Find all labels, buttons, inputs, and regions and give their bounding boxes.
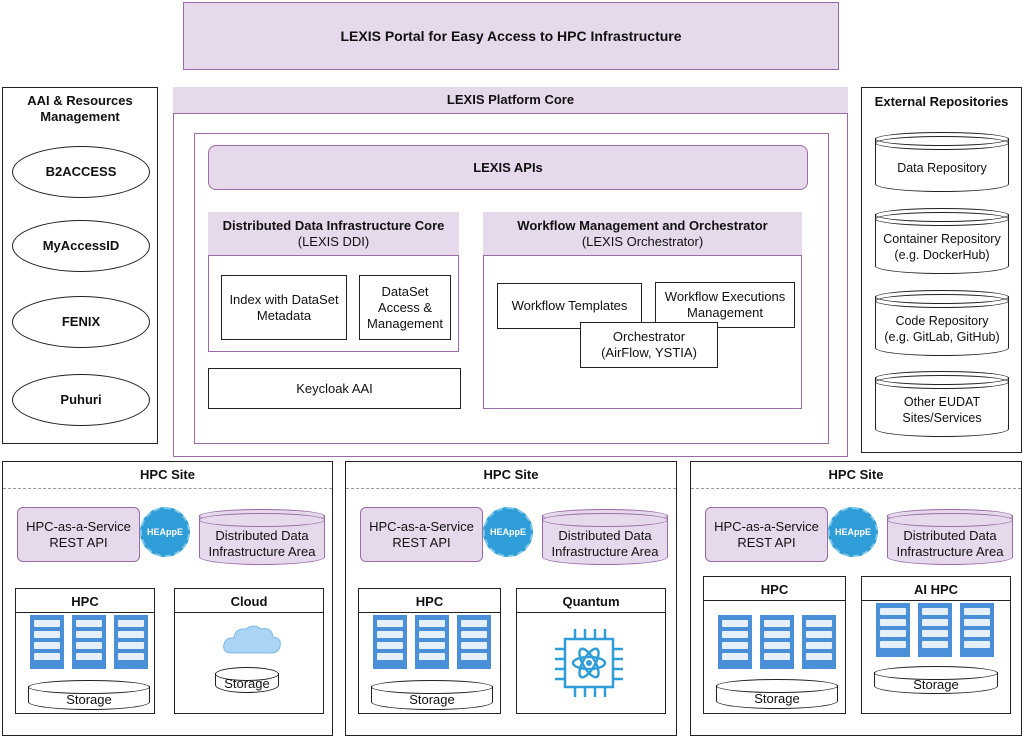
divider xyxy=(691,488,1021,489)
repo-container-detail: (e.g. DockerHub) xyxy=(894,248,990,262)
repo-code-label: Code Repository xyxy=(895,314,989,328)
hpc-site: HPC Site HPC-as-a-Service REST API HEApp… xyxy=(2,461,333,736)
portal-box: LEXIS Portal for Easy Access to HPC Infr… xyxy=(183,2,839,70)
workflow-templates-box: Workflow Templates xyxy=(497,283,642,329)
index-metadata-box: Index with DataSet Metadata xyxy=(221,275,347,340)
repo-code: Code Repository (e.g. GitLab, GitHub) xyxy=(875,290,1009,356)
hpc-compute-title: HPC xyxy=(704,579,845,601)
platform-core-title: LEXIS Platform Core xyxy=(446,92,575,107)
server-icon xyxy=(373,615,407,669)
hpc-site-title: HPC Site xyxy=(140,467,195,482)
repo-container: Container Repository (e.g. DockerHub) xyxy=(875,208,1009,274)
provider-b2access: B2ACCESS xyxy=(12,146,150,198)
aai-panel: AAI & Resources Management B2ACCESS MyAc… xyxy=(2,87,158,444)
workflow-executions-box: Workflow Executions Management xyxy=(655,282,795,328)
server-icon xyxy=(760,615,794,669)
hpc-compute-title: HPC xyxy=(359,591,500,613)
cloud-box: Cloud Storage xyxy=(174,588,324,714)
repo-eudat-detail: Sites/Services xyxy=(902,411,982,425)
heappe-badge: HEAppE xyxy=(140,507,190,557)
server-icon xyxy=(876,603,910,657)
server-icon xyxy=(918,603,952,657)
hpc-storage: Storage xyxy=(371,680,493,710)
repo-data: Data Repository xyxy=(875,132,1009,192)
external-repos-panel: External Repositories Data Repository Co… xyxy=(861,87,1022,453)
repo-code-detail: (e.g. GitLab, GitHub) xyxy=(884,330,1000,344)
hpc-site-title: HPC Site xyxy=(483,467,539,482)
server-icon xyxy=(802,615,836,669)
server-icon xyxy=(114,615,148,669)
hpc-compute-title: HPC xyxy=(16,591,154,613)
ai-storage-label: Storage xyxy=(913,677,959,692)
orchestrator-box: Orchestrator (AirFlow, YSTIA) xyxy=(580,322,718,368)
cloud-icon xyxy=(221,623,283,662)
divider xyxy=(346,488,676,489)
hpc-storage-label: Storage xyxy=(66,692,112,707)
repo-container-label: Container Repository xyxy=(883,232,1001,246)
heappe-badge: HEAppE xyxy=(483,507,533,557)
hpc-compute-box: HPC Storage xyxy=(703,576,846,714)
quantum-title: Quantum xyxy=(517,591,665,613)
ddi-area-label: Distributed Data Infrastructure Area xyxy=(896,528,1004,559)
ddi-title: Distributed Data Infrastructure Core xyxy=(222,217,445,233)
heappe-badge: HEAppE xyxy=(828,507,878,557)
quantum-box: Quantum xyxy=(516,588,666,714)
hpc-as-a-service-box: HPC-as-a-Service REST API xyxy=(705,507,828,562)
cloud-storage-label: Storage xyxy=(224,676,270,691)
hpc-as-a-service-box: HPC-as-a-Service REST API xyxy=(360,507,483,562)
server-icon xyxy=(72,615,106,669)
hpc-storage: Storage xyxy=(716,679,838,709)
repo-eudat: Other EUDAT Sites/Services xyxy=(875,371,1009,437)
ddi-area: Distributed Data Infrastructure Area xyxy=(199,509,325,565)
cloud-title: Cloud xyxy=(175,591,323,613)
orchestrator-tools: (AirFlow, YSTIA) xyxy=(601,345,697,360)
hpc-storage: Storage xyxy=(28,680,150,710)
keycloak-box: Keycloak AAI xyxy=(208,368,461,409)
ddi-area-label: Distributed Data Infrastructure Area xyxy=(208,528,316,559)
ddi-area: Distributed Data Infrastructure Area xyxy=(542,509,668,565)
hpc-compute-box: HPC Storage xyxy=(15,588,155,714)
repo-eudat-label: Other EUDAT xyxy=(903,395,981,409)
ai-storage: Storage xyxy=(874,666,998,694)
hpc-site-title: HPC Site xyxy=(828,467,884,482)
ddi-area: Distributed Data Infrastructure Area xyxy=(887,509,1013,565)
dataset-access-box: DataSet Access & Management xyxy=(359,275,451,340)
provider-myaccessid: MyAccessID xyxy=(12,220,150,272)
server-icon xyxy=(415,615,449,669)
orch-title: Workflow Management and Orchestrator xyxy=(517,217,768,233)
ddi-subtitle: (LEXIS DDI) xyxy=(297,233,370,249)
hpc-as-a-service-box: HPC-as-a-Service REST API xyxy=(17,507,140,562)
repo-data-label: Data Repository xyxy=(897,161,987,175)
aai-title: AAI & Resources Management xyxy=(27,93,133,124)
lexis-apis: LEXIS APIs xyxy=(208,145,808,190)
portal-title: LEXIS Portal for Easy Access to HPC Infr… xyxy=(340,28,682,44)
provider-fenix: FENIX xyxy=(12,296,150,348)
server-icon xyxy=(30,615,64,669)
quantum-chip-icon xyxy=(553,627,625,704)
server-icon xyxy=(960,603,994,657)
ai-hpc-box: AI HPC Storage xyxy=(861,576,1011,714)
orch-subtitle: (LEXIS Orchestrator) xyxy=(581,233,704,249)
divider xyxy=(3,488,332,489)
external-title: External Repositories xyxy=(874,94,1009,109)
orch-header: Workflow Management and Orchestrator (LE… xyxy=(483,212,802,256)
server-icon xyxy=(457,615,491,669)
hpc-site: HPC Site HPC-as-a-Service REST API HEApp… xyxy=(690,461,1022,736)
provider-puhuri: Puhuri xyxy=(12,374,150,426)
ddi-header: Distributed Data Infrastructure Core (LE… xyxy=(208,212,459,256)
hpc-site: HPC Site HPC-as-a-Service REST API HEApp… xyxy=(345,461,677,736)
lexis-apis-label: LEXIS APIs xyxy=(473,159,543,175)
cloud-storage: Storage xyxy=(215,667,279,693)
hpc-storage-label: Storage xyxy=(409,692,455,707)
server-icon xyxy=(718,615,752,669)
hpc-storage-label: Storage xyxy=(754,691,800,706)
hpc-compute-box: HPC Storage xyxy=(358,588,501,714)
orchestrator-label: Orchestrator xyxy=(612,329,686,344)
ai-hpc-title: AI HPC xyxy=(862,579,1010,601)
platform-core-header: LEXIS Platform Core xyxy=(173,87,848,114)
ddi-area-label: Distributed Data Infrastructure Area xyxy=(551,528,659,559)
